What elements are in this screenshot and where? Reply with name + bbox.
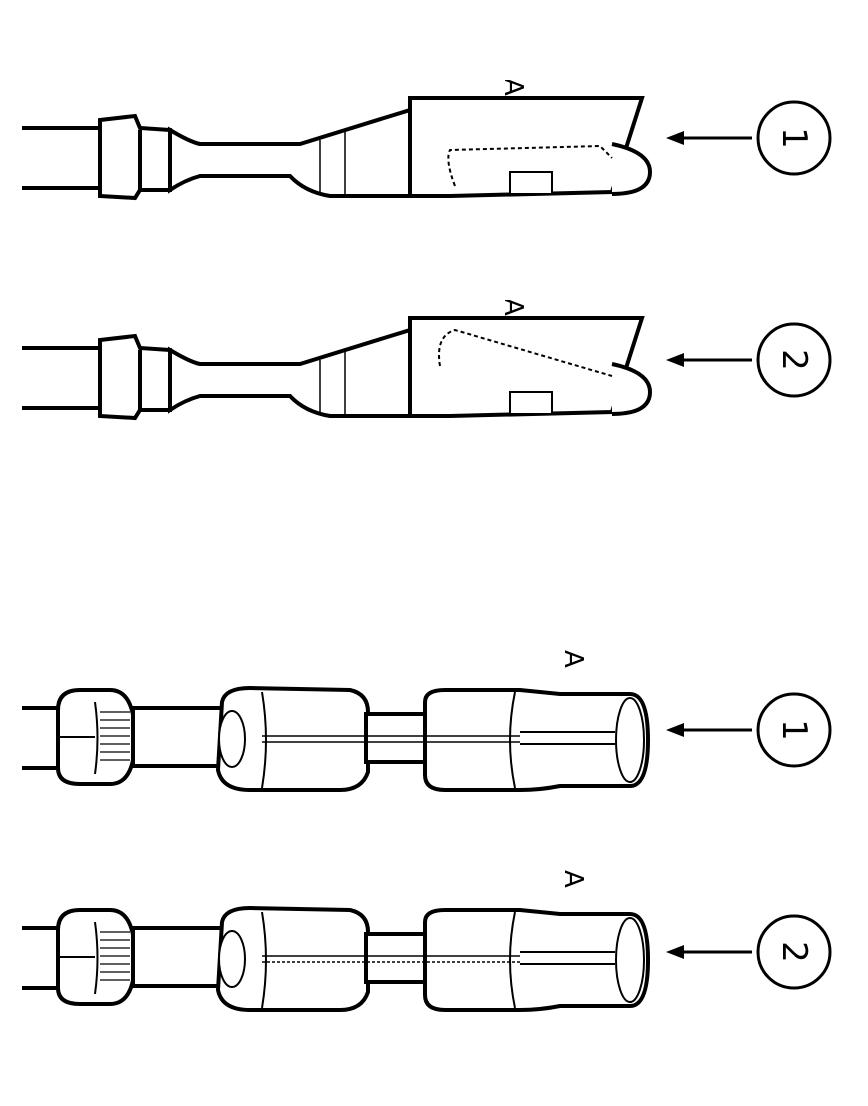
callout-number: 2 — [774, 941, 814, 963]
callout-circle: 1 — [756, 100, 832, 176]
callout-arrow — [666, 945, 752, 959]
terminal-body — [168, 96, 653, 198]
conductor-strands — [100, 931, 130, 981]
callout-arrow — [666, 131, 752, 145]
part-label: A — [558, 870, 588, 888]
locking-window — [509, 171, 553, 195]
part-label: A — [498, 300, 528, 316]
neck — [131, 706, 225, 768]
insulation-crimp — [56, 908, 138, 1006]
insulation-crimp — [98, 333, 172, 421]
wire-leads — [22, 126, 100, 190]
socket-sleeve — [423, 688, 651, 792]
socket-sleeve — [423, 908, 651, 1012]
center-seam — [262, 735, 520, 743]
round-terminal-figure-2: A 2 — [22, 870, 832, 1012]
round-terminal-figure-1: A 1 — [22, 650, 832, 792]
flat-terminal-figure-1: A 1 — [22, 80, 832, 201]
part-label: A — [498, 80, 528, 96]
locking-tang — [447, 144, 613, 187]
callout-circle: 2 — [756, 322, 832, 398]
neck — [131, 926, 225, 988]
crimp-barrel — [215, 685, 370, 792]
crimp-barrel — [215, 905, 370, 1012]
part-label: A — [558, 650, 588, 668]
callout-number: 1 — [774, 719, 814, 741]
contact-shaft — [364, 712, 428, 764]
flat-terminal-figure-2: A 2 — [22, 300, 832, 421]
wire-leads — [22, 706, 60, 770]
locking-window — [509, 391, 553, 415]
locking-tang — [438, 328, 613, 377]
conductor-strands — [100, 711, 130, 761]
wire-leads — [22, 346, 100, 410]
callout-number: 1 — [774, 127, 814, 149]
callout-arrow — [666, 353, 752, 367]
callout-number: 2 — [774, 349, 814, 371]
contact-shaft — [364, 932, 428, 984]
callout-circle: 1 — [756, 692, 832, 768]
insulation-crimp — [98, 113, 172, 201]
wire-leads — [22, 926, 60, 990]
center-seam — [262, 955, 520, 963]
insulation-crimp — [56, 688, 138, 786]
callout-circle: 2 — [756, 914, 832, 990]
callout-arrow — [666, 723, 752, 737]
